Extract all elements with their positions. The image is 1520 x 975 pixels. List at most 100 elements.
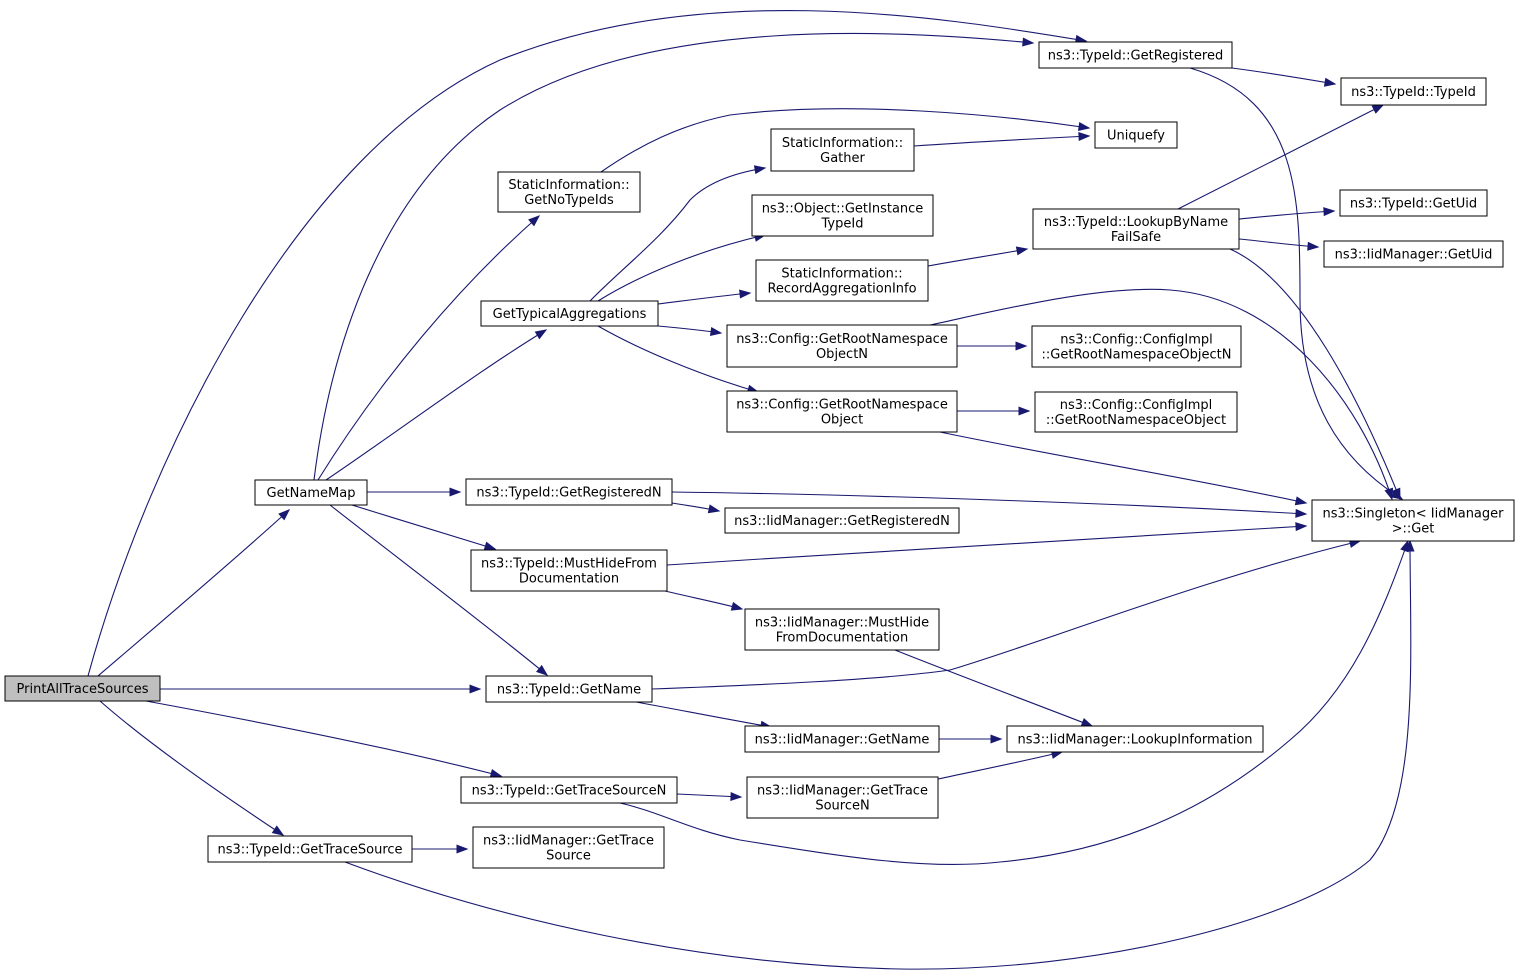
node-ConfigGetRootNamespaceObjectN[interactable]: ns3::Config::GetRootNamespaceObjectN bbox=[726, 324, 958, 368]
node-box[interactable] bbox=[470, 549, 668, 592]
edge-line bbox=[1229, 248, 1401, 500]
node-IidManagerGetUid[interactable]: ns3::IidManager::GetUid bbox=[1323, 240, 1504, 268]
edge-line bbox=[894, 649, 1093, 727]
node-ConfigImplGetRootNamespaceObject[interactable]: ns3::Config::ConfigImpl::GetRootNamespac… bbox=[1034, 391, 1238, 433]
node-box[interactable] bbox=[1339, 189, 1488, 217]
arrow-head-icon bbox=[1294, 496, 1308, 506]
node-box[interactable] bbox=[1031, 325, 1242, 368]
node-box[interactable] bbox=[744, 608, 940, 651]
edge-line bbox=[597, 234, 766, 302]
edge-line bbox=[344, 540, 1412, 970]
edge-line bbox=[913, 135, 1090, 147]
node-label: ns3::TypeId::GetRegistered bbox=[1048, 49, 1223, 64]
node-box[interactable] bbox=[480, 300, 659, 327]
edge-TypeIdGetRegistered-to-TypeIdTypeId bbox=[1231, 67, 1337, 87]
node-PrintAllTraceSources[interactable]: PrintAllTraceSources bbox=[4, 675, 161, 702]
node-StaticInfoGather[interactable]: StaticInformation::Gather bbox=[770, 128, 915, 172]
node-box[interactable] bbox=[254, 479, 368, 506]
arrow-head-icon bbox=[1307, 241, 1320, 251]
edge-line bbox=[87, 10, 1087, 677]
node-box[interactable] bbox=[460, 776, 678, 804]
edge-line bbox=[313, 32, 1034, 481]
node-box[interactable] bbox=[207, 835, 413, 863]
node-ConfigGetRootNamespaceObject[interactable]: ns3::Config::GetRootNamespaceObject bbox=[726, 390, 958, 433]
node-TypeIdGetRegisteredN[interactable]: ns3::TypeId::GetRegisteredN bbox=[465, 478, 673, 506]
node-TypeIdGetUid[interactable]: ns3::TypeId::GetUid bbox=[1339, 189, 1488, 217]
node-IidManagerLookupInformation[interactable]: ns3::IidManager::LookupInformation bbox=[1006, 725, 1264, 753]
node-box[interactable] bbox=[4, 675, 161, 702]
node-IidManagerGetTraceSource[interactable]: ns3::IidManager::GetTraceSource bbox=[472, 826, 665, 869]
node-box[interactable] bbox=[1094, 121, 1178, 149]
node-label: GetNoTypeIds bbox=[524, 193, 614, 208]
node-box[interactable] bbox=[1006, 725, 1264, 753]
edge-TypeIdLookupByNameFailSafe-to-TypeIdGetUid bbox=[1238, 207, 1336, 220]
edge-GetNameMap-to-StaticInfoGetNoTypeIds bbox=[317, 215, 541, 481]
node-label: ::GetRootNamespaceObjectN bbox=[1042, 348, 1232, 363]
arrow-head-icon bbox=[469, 684, 482, 694]
node-GetNameMap[interactable]: GetNameMap bbox=[254, 479, 368, 506]
node-StaticInfoGetNoTypeIds[interactable]: StaticInformation::GetNoTypeIds bbox=[497, 171, 641, 213]
node-IidManagerGetTraceSourceN[interactable]: ns3::IidManager::GetTraceSourceN bbox=[746, 776, 939, 819]
node-label: ns3::Config::GetRootNamespace bbox=[736, 398, 948, 413]
node-label: Object bbox=[821, 413, 863, 428]
edge-GetNameMap-to-GetTypicalAggregations bbox=[325, 329, 548, 481]
node-box[interactable] bbox=[465, 478, 673, 506]
node-IidManagerGetName[interactable]: ns3::IidManager::GetName bbox=[744, 725, 940, 753]
node-TypeIdGetName[interactable]: ns3::TypeId::GetName bbox=[485, 675, 653, 703]
node-box[interactable] bbox=[1038, 41, 1233, 69]
node-box[interactable] bbox=[1323, 240, 1504, 268]
edge-line bbox=[1177, 104, 1384, 210]
edge-GetTypicalAggregations-to-StaticInfoRecordAggregationInfo bbox=[657, 289, 752, 305]
edge-TypeIdGetRegisteredN-to-SingletonGet bbox=[671, 491, 1308, 518]
node-TypeIdTypeId[interactable]: ns3::TypeId::TypeId bbox=[1340, 77, 1487, 106]
node-box[interactable] bbox=[497, 171, 641, 213]
edge-line bbox=[329, 504, 548, 676]
node-box[interactable] bbox=[744, 725, 940, 753]
node-label: ns3::IidManager::MustHide bbox=[755, 616, 929, 631]
node-SingletonGet[interactable]: ns3::Singleton< IidManager >::Get bbox=[1311, 499, 1515, 542]
node-box[interactable] bbox=[726, 390, 958, 433]
node-TypeIdGetTraceSourceN[interactable]: ns3::TypeId::GetTraceSourceN bbox=[460, 776, 678, 804]
arrow-head-icon bbox=[990, 734, 1003, 744]
edge-line bbox=[671, 491, 1307, 515]
node-label: TypeId bbox=[821, 217, 864, 232]
node-box[interactable] bbox=[751, 194, 934, 237]
node-label: ns3::Config::ConfigImpl bbox=[1060, 398, 1213, 413]
edge-TypeIdGetTraceSource-to-IidManagerGetTraceSource bbox=[412, 844, 469, 854]
node-box[interactable] bbox=[1032, 208, 1240, 250]
node-box[interactable] bbox=[746, 776, 939, 819]
node-TypeIdGetRegistered[interactable]: ns3::TypeId::GetRegistered bbox=[1038, 41, 1233, 69]
node-box[interactable] bbox=[724, 507, 960, 534]
node-box[interactable] bbox=[755, 259, 929, 302]
arrow-head-icon bbox=[730, 791, 743, 802]
node-box[interactable] bbox=[726, 324, 958, 368]
node-box[interactable] bbox=[770, 128, 915, 172]
arrow-head-icon bbox=[739, 289, 752, 299]
node-StaticInfoRecordAggregationInfo[interactable]: StaticInformation::RecordAggregationInfo bbox=[755, 259, 929, 302]
node-label: >::Get bbox=[1392, 522, 1435, 537]
node-IidManagerMustHideFromDocumentation[interactable]: ns3::IidManager::MustHideFromDocumentati… bbox=[744, 608, 940, 651]
node-Uniquefy[interactable]: Uniquefy bbox=[1094, 121, 1178, 149]
node-label: PrintAllTraceSources bbox=[17, 682, 149, 697]
node-TypeIdGetTraceSource[interactable]: ns3::TypeId::GetTraceSource bbox=[207, 835, 413, 863]
node-box[interactable] bbox=[1034, 391, 1238, 433]
node-IidManagerGetRegisteredN[interactable]: ns3::IidManager::GetRegisteredN bbox=[724, 507, 960, 534]
edge-PrintAllTraceSources-to-TypeIdGetTraceSource bbox=[99, 700, 285, 836]
node-box[interactable] bbox=[1311, 499, 1515, 542]
edge-line bbox=[635, 701, 772, 728]
node-box[interactable] bbox=[485, 675, 653, 703]
node-GetTypicalAggregations[interactable]: GetTypicalAggregations bbox=[480, 300, 659, 327]
edge-GetNameMap-to-TypeIdGetRegistered bbox=[313, 32, 1035, 481]
node-label: ::GetRootNamespaceObject bbox=[1046, 413, 1226, 428]
edge-ConfigGetRootNamespaceObjectN-to-ConfigImplGetRootNamespaceObjectN bbox=[957, 341, 1028, 351]
edge-ConfigGetRootNamespaceObjectN-to-SingletonGet bbox=[929, 288, 1394, 501]
node-box[interactable] bbox=[1340, 77, 1487, 106]
edge-line bbox=[657, 292, 751, 305]
node-label: ns3::IidManager::GetRegisteredN bbox=[734, 514, 950, 529]
node-ConfigImplGetRootNamespaceObjectN[interactable]: ns3::Config::ConfigImpl::GetRootNamespac… bbox=[1031, 325, 1242, 368]
node-box[interactable] bbox=[472, 826, 665, 869]
edge-TypeIdGetTraceSource-to-SingletonGet bbox=[344, 539, 1415, 970]
